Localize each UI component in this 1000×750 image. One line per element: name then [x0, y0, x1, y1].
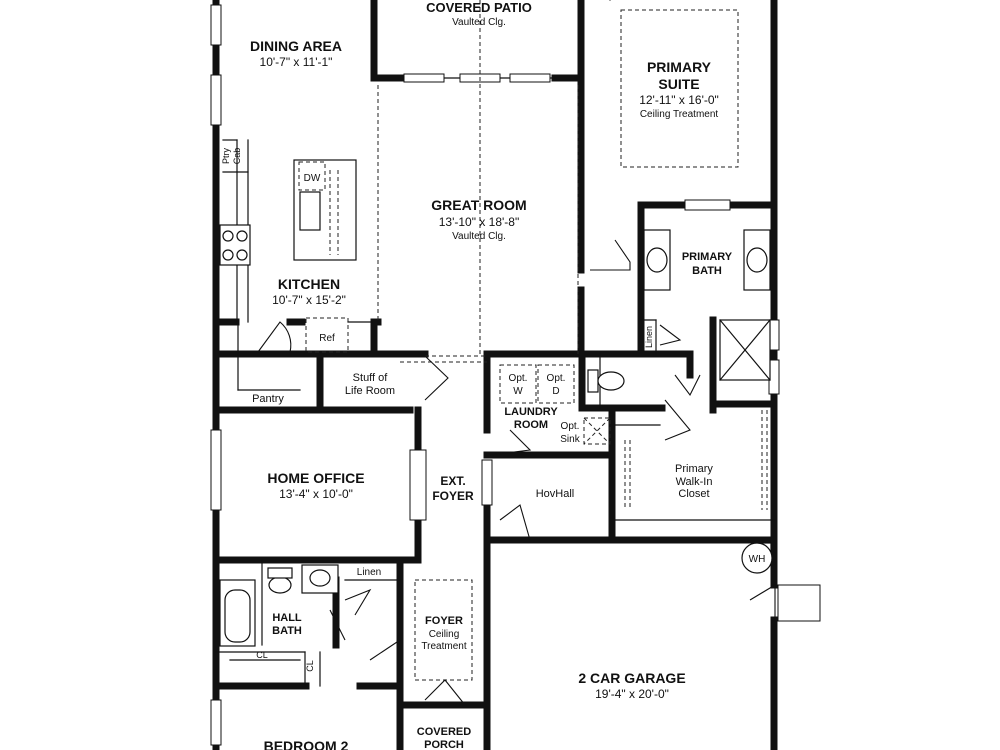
foyer-label-1: FOYER: [425, 615, 463, 627]
laundry-fixtures: [499, 364, 611, 445]
foyer-label-3: Treatment: [421, 641, 466, 652]
ext-foyer-label-1: EXT.: [440, 474, 465, 488]
hall-bath-label-2: BATH: [272, 625, 302, 637]
bedroom-2-label: BEDROOM 2: [264, 738, 349, 750]
dining-area-label: DINING AREA: [250, 38, 342, 54]
kitchen-fixtures: [219, 159, 373, 353]
covered-porch-label-2: PORCH: [424, 739, 464, 750]
great-room-dims: 13'-10" x 18'-8": [439, 215, 519, 229]
opt-sink-label-2: Sink: [560, 434, 580, 445]
linen-primary-label: Linen: [644, 326, 654, 348]
hall-bath-label-1: HALL: [272, 612, 302, 624]
refrigerator-label: Ref: [319, 333, 335, 344]
primary-wic-label-3: Closet: [678, 488, 709, 500]
home-office-label: HOME OFFICE: [267, 470, 364, 486]
opt-d-label-2: D: [552, 386, 559, 397]
water-heater-label: WH: [749, 554, 766, 565]
kitchen-dims: 10'-7" x 15'-2": [272, 293, 346, 307]
opt-d-label-1: Opt.: [547, 373, 566, 384]
laundry-label-2: ROOM: [514, 419, 548, 431]
opt-sink-label-1: Opt.: [561, 421, 580, 432]
foyer-label-2: Ceiling: [429, 629, 460, 640]
pantry-label: Pantry: [252, 393, 284, 405]
windows: [210, 4, 780, 746]
opt-w-label-1: Opt.: [509, 373, 528, 384]
linen-hall-label: Linen: [357, 567, 381, 578]
primary-suite-note: Ceiling Treatment: [640, 109, 719, 120]
doors: [257, 239, 821, 706]
great-room-note: Vaulted Clg.: [452, 231, 506, 242]
covered-patio-note: Vaulted Clg.: [452, 17, 506, 28]
garage-label: 2 CAR GARAGE: [578, 670, 685, 686]
home-office-dims: 13'-4" x 10'-0": [279, 487, 353, 501]
closet-rods: [624, 410, 768, 510]
primary-suite-label-2: SUITE: [658, 76, 699, 92]
primary-suite-label-1: PRIMARY: [647, 59, 712, 75]
room-labels: COVERED PATIO Vaulted Clg. DINING AREA 1…: [250, 0, 733, 750]
great-room-label: GREAT ROOM: [431, 197, 526, 213]
bath-fixtures: [219, 229, 773, 647]
primary-bath-label-1: PRIMARY: [682, 251, 733, 263]
closet-label-2: CL: [305, 660, 315, 672]
closet-label-1: CL: [256, 650, 268, 660]
garage-dims: 19'-4" x 20'-0": [595, 687, 669, 701]
opt-w-label-2: W: [513, 386, 523, 397]
stuff-of-life-label-1: Stuff of: [353, 372, 389, 384]
primary-wic-label-1: Primary: [675, 463, 713, 475]
pantry-cab-label-1: Ptry: [221, 148, 231, 165]
covered-porch-label-1: COVERED: [417, 726, 471, 738]
fixture-labels: Ptry Cab DW Ref Opt. W Opt. D Opt. Sink …: [221, 148, 765, 672]
dashed-lines: [377, 0, 739, 681]
laundry-label-1: LAUNDRY: [504, 406, 558, 418]
kitchen-label: KITCHEN: [278, 276, 340, 292]
stuff-of-life-label-2: Life Room: [345, 385, 395, 397]
dining-area-dims: 10'-7" x 11'-1": [260, 55, 333, 69]
primary-wic-label-2: Walk-In: [676, 476, 713, 488]
primary-bath-label-2: BATH: [692, 265, 722, 277]
covered-patio-label: COVERED PATIO: [426, 0, 532, 15]
dishwasher-label: DW: [304, 173, 321, 184]
primary-suite-dims: 12'-11" x 16'-0": [639, 93, 719, 107]
exterior-walls: [212, 0, 778, 750]
hov-hall-label: HovHall: [536, 488, 575, 500]
ext-foyer-label-2: FOYER: [432, 489, 474, 503]
pantry-cab-label-2: Cab: [232, 148, 242, 165]
